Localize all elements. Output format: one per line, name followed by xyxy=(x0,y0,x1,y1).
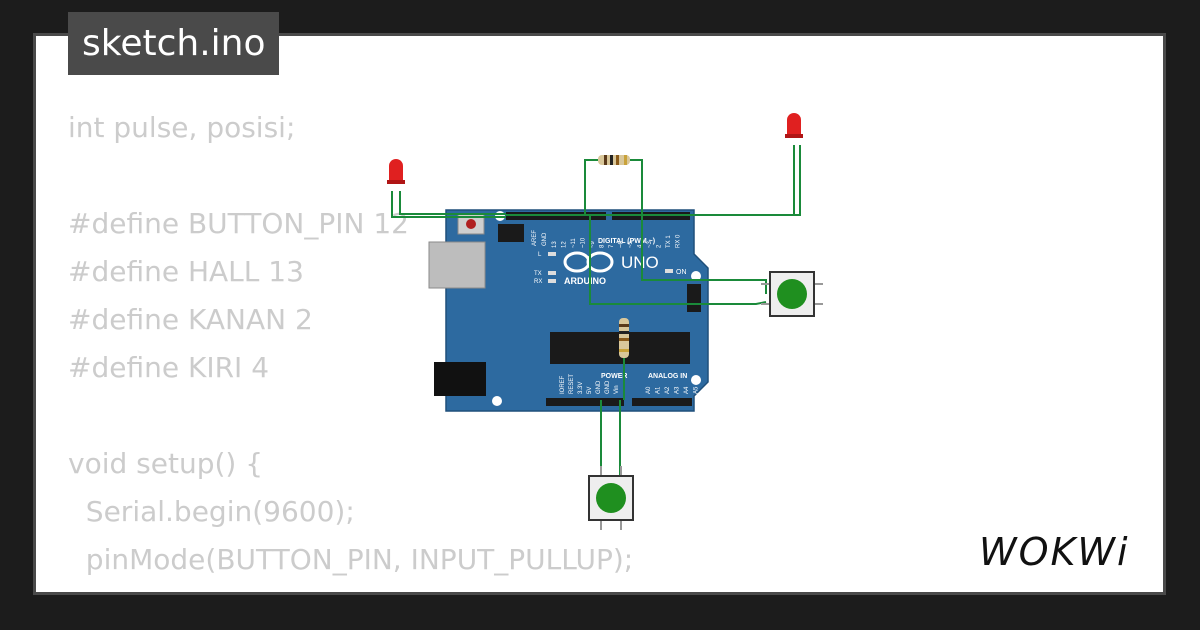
wires xyxy=(391,145,801,476)
usb-port xyxy=(428,241,486,289)
pin-label: 7 xyxy=(609,244,615,248)
pin-label: A2 xyxy=(665,386,671,394)
power-header xyxy=(546,398,624,406)
pin-label: A0 xyxy=(646,386,652,394)
preview-card: int pulse, posisi; #define BUTTON_PIN 12 #… xyxy=(33,33,1166,595)
pin-label: ~5 xyxy=(628,240,634,248)
aref-label: AREF xyxy=(532,230,538,246)
code-line: void setup() { xyxy=(68,447,264,480)
pin-label: A5 xyxy=(694,386,700,394)
rx-label: RX xyxy=(534,279,542,285)
board-model: UNO xyxy=(621,253,659,272)
pin-label: 5V xyxy=(587,387,593,394)
pin-label: 4 xyxy=(638,244,644,248)
tx-label: TX xyxy=(534,271,542,277)
wire-led-right-2 xyxy=(794,145,801,216)
pin-label: 3.3V xyxy=(578,382,584,394)
circuit-diagram: ARDUINO UNO ON DIGITAL (PWM ~) POWER ANA… xyxy=(387,113,823,530)
code-line: int pulse, posisi; xyxy=(68,111,296,144)
pin-label: 8 xyxy=(600,244,606,248)
gnd-label: GND xyxy=(542,232,548,246)
led-right[interactable] xyxy=(785,113,803,138)
power-label: POWER xyxy=(601,373,627,380)
wokwi-logo-text: WOKWi xyxy=(979,530,1130,574)
pin-label: 13 xyxy=(552,241,558,248)
icsp-header xyxy=(498,224,524,242)
pin-label: ~6 xyxy=(619,240,625,248)
pin-label: RESET xyxy=(569,374,575,394)
pin-label: RX 0 xyxy=(676,234,682,248)
file-title-tab: sketch.ino xyxy=(68,12,280,75)
pin-label: GND xyxy=(605,380,611,394)
pin-label: 12 xyxy=(562,241,568,248)
board-brand: ARDUINO xyxy=(564,276,606,286)
wire-led-left-2 xyxy=(399,191,506,215)
on-label: ON xyxy=(676,269,687,276)
pin-label: A3 xyxy=(675,386,681,394)
pin-label: 2 xyxy=(657,244,663,248)
wire-resistor-top-left xyxy=(584,159,598,215)
pushbutton-bottom[interactable] xyxy=(588,466,634,530)
code-line: #define KANAN 2 xyxy=(68,303,313,336)
icsp-header-2 xyxy=(687,284,701,312)
code-line: #define BUTTON_PIN 12 xyxy=(68,207,409,240)
analog-label: ANALOG IN xyxy=(648,373,687,380)
pushbutton-right[interactable] xyxy=(761,271,823,317)
pin-label: GND xyxy=(596,380,602,394)
wire-led-left xyxy=(391,191,506,218)
resistor-vertical[interactable] xyxy=(619,318,629,358)
pin-label: ~11 xyxy=(571,238,577,248)
pin-label: IOREF xyxy=(560,375,566,394)
pin-label: ~3 xyxy=(647,240,653,248)
analog-header xyxy=(632,398,692,406)
code-line: pinMode(HALL, INPUT_PULLUP); xyxy=(68,584,633,592)
code-line: #define KIRI 4 xyxy=(68,351,270,384)
pin-label: A1 xyxy=(656,386,662,394)
pin-label: TX 1 xyxy=(666,235,672,248)
file-name: sketch.ino xyxy=(82,23,266,64)
code-line: Serial.begin(9600); xyxy=(68,495,355,528)
l-label: L xyxy=(538,252,542,258)
code-line: #define HALL 13 xyxy=(68,255,304,288)
led-left[interactable] xyxy=(387,159,405,184)
pin-label: ~10 xyxy=(581,237,587,248)
resistor-top[interactable] xyxy=(598,155,630,165)
code-line: pinMode(BUTTON_PIN, INPUT_PULLUP); xyxy=(68,543,634,576)
arduino-uno-board[interactable]: ARDUINO UNO ON DIGITAL (PWM ~) POWER ANA… xyxy=(428,209,709,412)
code-preview: int pulse, posisi; #define BUTTON_PIN 12 #… xyxy=(68,104,634,592)
wire-led-right xyxy=(506,145,795,216)
pin-label: ~9 xyxy=(590,240,596,248)
pin-label: A4 xyxy=(684,386,690,394)
power-jack xyxy=(434,362,486,396)
wokwi-logo: WOKWi xyxy=(979,530,1130,574)
pin-label: Vin xyxy=(614,385,620,394)
digital-label: DIGITAL (PWM ~) xyxy=(598,238,655,245)
